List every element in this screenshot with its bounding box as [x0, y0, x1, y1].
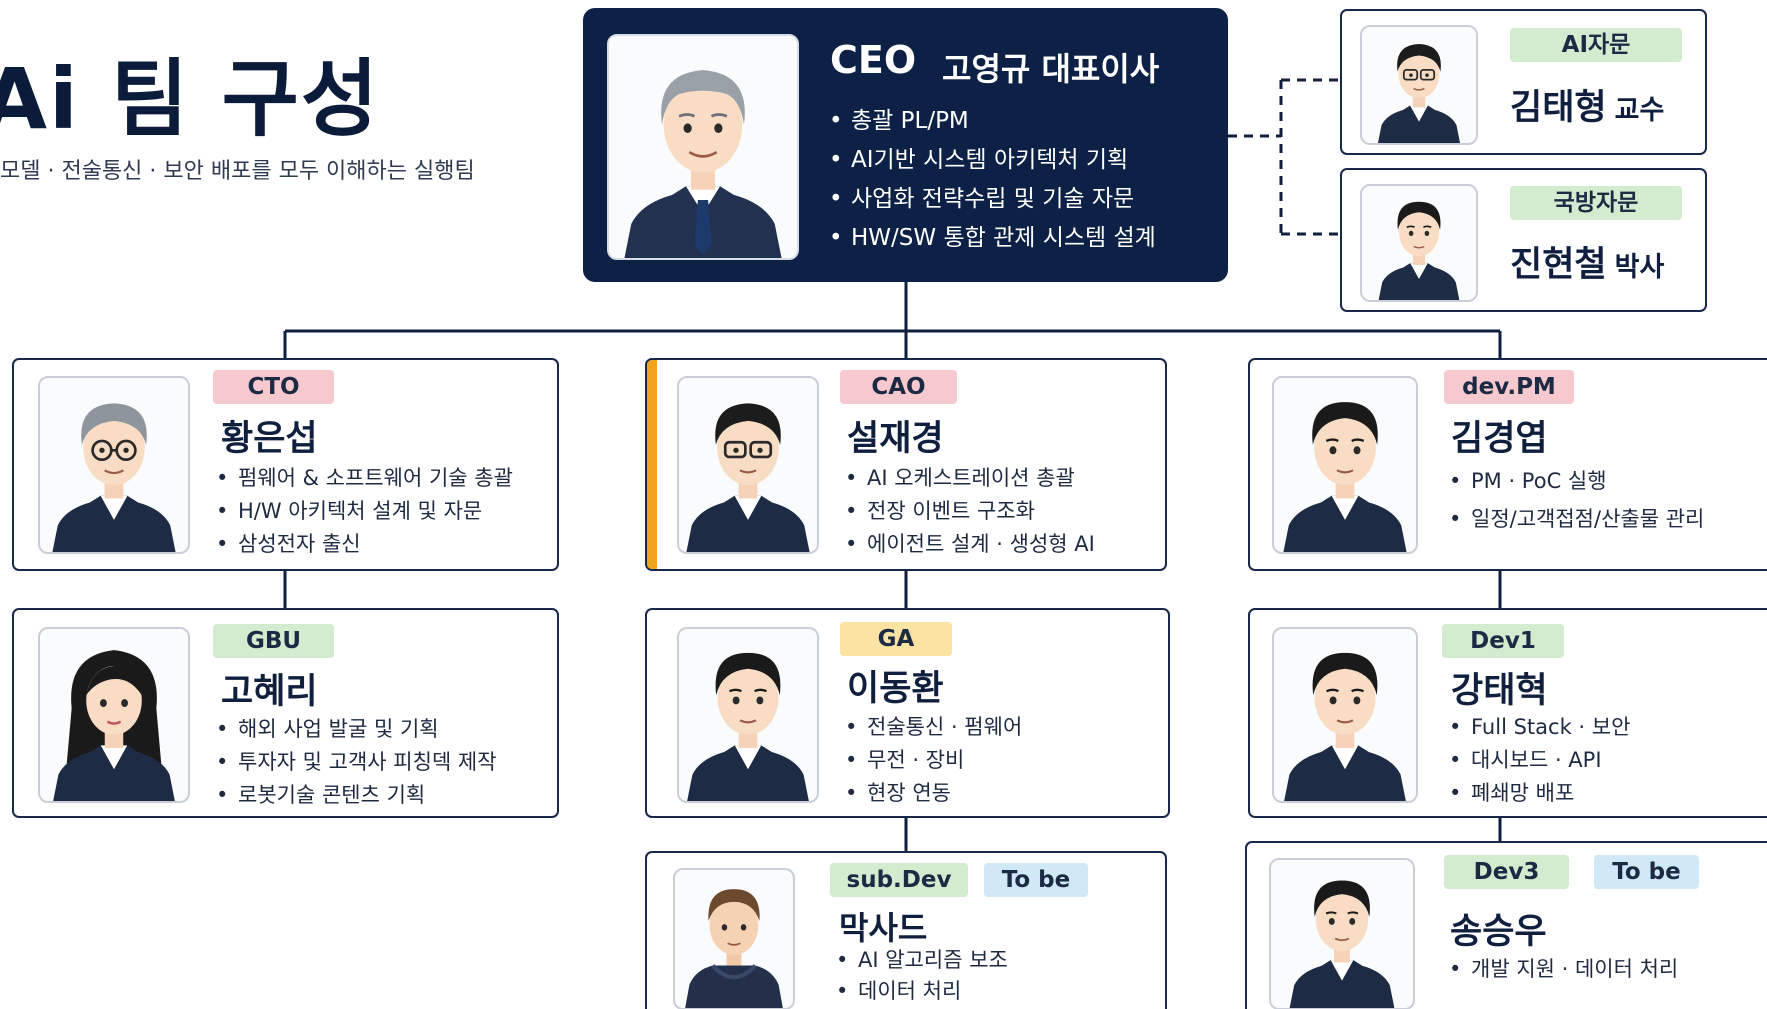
- member-name: 이동환: [847, 669, 944, 709]
- bullet-item: 해외 사업 발굴 및 기획: [213, 713, 497, 746]
- member-bullets: 펌웨어 & 소프트웨어 기술 총괄 H/W 아키텍처 설계 및 자문 삼성전자 …: [213, 462, 513, 561]
- role-badge: GA: [840, 622, 952, 656]
- bullet-item: AI기반 시스템 아키텍처 기획: [826, 141, 1156, 180]
- person-avatar-icon: [679, 378, 817, 552]
- member-name: 막사드: [839, 909, 928, 947]
- role-badge: Dev3: [1444, 855, 1569, 889]
- bullet-item: PM · PoC 실행: [1446, 462, 1704, 500]
- page-title: Ai 팀 구성: [0, 50, 381, 148]
- bullet-item: H/W 아키텍처 설계 및 자문: [213, 495, 513, 528]
- bullet-item: AI 오케스트레이션 총괄: [842, 462, 1095, 495]
- role-badge: GBU: [213, 624, 334, 658]
- member-avatar: [1272, 376, 1418, 554]
- member-avatar: [1272, 627, 1418, 803]
- ceo-name: 고영규 대표이사: [942, 50, 1160, 88]
- member-card-gbu: GBU 고혜리 해외 사업 발굴 및 기획 투자자 및 고객사 피칭덱 제작 로…: [12, 608, 559, 818]
- bullet-item: 데이터 처리: [833, 976, 1008, 1007]
- bullet-item: 삼성전자 출신: [213, 528, 513, 561]
- member-name: 황은섭: [221, 419, 318, 459]
- person-avatar-icon: [40, 378, 188, 552]
- bullet-item: 일정/고객접점/산출물 관리: [1446, 500, 1704, 538]
- advisor-name-text: 진현철: [1510, 245, 1607, 285]
- member-bullets: AI 알고리즘 보조 데이터 처리: [833, 945, 1008, 1007]
- badge-ai-advisor: AI자문: [1510, 28, 1682, 62]
- member-avatar: [38, 376, 190, 554]
- advisor-avatar: [1360, 25, 1478, 145]
- bullet-item: 사업화 전략수립 및 기술 자문: [826, 180, 1156, 219]
- person-avatar-icon: [1362, 186, 1476, 300]
- member-bullets: 전술통신 · 펌웨어 무전 · 장비 현장 연동: [842, 711, 1022, 810]
- bullet-item: 대시보드 · API: [1446, 744, 1630, 777]
- bullet-item: 개발 지원 · 데이터 처리: [1446, 953, 1678, 986]
- advisor-name-text: 김태형: [1510, 88, 1607, 128]
- person-avatar-icon: [609, 36, 797, 258]
- ceo-avatar: [607, 34, 799, 260]
- page-subtitle: 모델 · 전술통신 · 보안 배포를 모두 이해하는 실행팀: [0, 159, 475, 184]
- bullet-item: 총괄 PL/PM: [826, 102, 1156, 141]
- bullet-item: HW/SW 통합 관제 시스템 설계: [826, 219, 1156, 258]
- member-name: 송승우: [1450, 912, 1547, 952]
- ceo-role: CEO: [830, 38, 917, 82]
- tobe-badge: To be: [1594, 855, 1699, 889]
- role-badge: dev.PM: [1444, 370, 1574, 404]
- member-bullets: 해외 사업 발굴 및 기획 투자자 및 고객사 피칭덱 제작 로봇기술 콘텐츠 …: [213, 713, 497, 812]
- person-avatar-icon: [675, 870, 793, 1008]
- member-name: 강태혁: [1451, 671, 1548, 711]
- person-avatar-icon: [1274, 378, 1416, 552]
- bullet-item: Full Stack · 보안: [1446, 711, 1630, 744]
- ceo-bullets: 총괄 PL/PM AI기반 시스템 아키텍처 기획 사업화 전략수립 및 기술 …: [826, 102, 1156, 258]
- member-bullets: AI 오케스트레이션 총괄 전장 이벤트 구조화 에이전트 설계 · 생성형 A…: [842, 462, 1095, 561]
- bullet-item: 에이전트 설계 · 생성형 AI: [842, 528, 1095, 561]
- member-card-cao: CAO 설재경 AI 오케스트레이션 총괄 전장 이벤트 구조화 에이전트 설계…: [645, 358, 1167, 571]
- member-card-ga: GA 이동환 전술통신 · 펌웨어 무전 · 장비 현장 연동: [645, 608, 1170, 818]
- member-name: 고혜리: [221, 672, 318, 712]
- tobe-badge: To be: [984, 863, 1088, 897]
- member-name: 설재경: [847, 419, 944, 459]
- bullet-item: 무전 · 장비: [842, 744, 1022, 777]
- member-card-cto: CTO 황은섭 펌웨어 & 소프트웨어 기술 총괄 H/W 아키텍처 설계 및 …: [12, 358, 559, 571]
- role-badge: CAO: [840, 370, 957, 404]
- person-avatar-icon: [40, 629, 188, 801]
- bullet-item: 전장 이벤트 구조화: [842, 495, 1095, 528]
- bullet-item: 현장 연동: [842, 777, 1022, 810]
- badge-defense-advisor: 국방자문: [1510, 186, 1682, 220]
- role-badge: sub.Dev: [830, 863, 968, 897]
- member-bullets: PM · PoC 실행 일정/고객접점/산출물 관리: [1446, 462, 1704, 538]
- member-card-dev1: Dev1 강태혁 Full Stack · 보안 대시보드 · API 폐쇄망 …: [1248, 608, 1767, 818]
- person-avatar-icon: [1362, 27, 1476, 143]
- member-avatar: [677, 376, 819, 554]
- advisor-avatar: [1360, 184, 1478, 302]
- member-bullets: 개발 지원 · 데이터 처리: [1446, 953, 1678, 986]
- member-avatar: [673, 868, 795, 1009]
- role-badge: CTO: [213, 370, 334, 404]
- person-avatar-icon: [679, 629, 817, 801]
- person-avatar-icon: [1274, 629, 1416, 801]
- member-avatar: [1269, 858, 1415, 1009]
- member-card-dev3: Dev3 To be 송승우 개발 지원 · 데이터 처리: [1245, 841, 1767, 1009]
- advisor-title: 박사: [1614, 252, 1665, 283]
- member-avatar: [38, 627, 190, 803]
- member-card-subdev: sub.Dev To be 막사드 AI 알고리즘 보조 데이터 처리: [645, 851, 1167, 1009]
- member-avatar: [677, 627, 819, 803]
- advisor-title: 교수: [1614, 95, 1665, 126]
- bullet-item: 로봇기술 콘텐츠 기획: [213, 779, 497, 812]
- member-card-devpm: dev.PM 김경엽 PM · PoC 실행 일정/고객접점/산출물 관리: [1248, 358, 1767, 571]
- member-bullets: Full Stack · 보안 대시보드 · API 폐쇄망 배포: [1446, 711, 1630, 810]
- member-name: 김경엽: [1451, 419, 1548, 459]
- bullet-item: 전술통신 · 펌웨어: [842, 711, 1022, 744]
- bullet-item: AI 알고리즘 보조: [833, 945, 1008, 976]
- role-badge: Dev1: [1442, 624, 1564, 658]
- bullet-item: 폐쇄망 배포: [1446, 777, 1630, 810]
- bullet-item: 펌웨어 & 소프트웨어 기술 총괄: [213, 462, 513, 495]
- person-avatar-icon: [1271, 860, 1413, 1008]
- highlight-accent-bar: [647, 360, 657, 569]
- bullet-item: 투자자 및 고객사 피칭덱 제작: [213, 746, 497, 779]
